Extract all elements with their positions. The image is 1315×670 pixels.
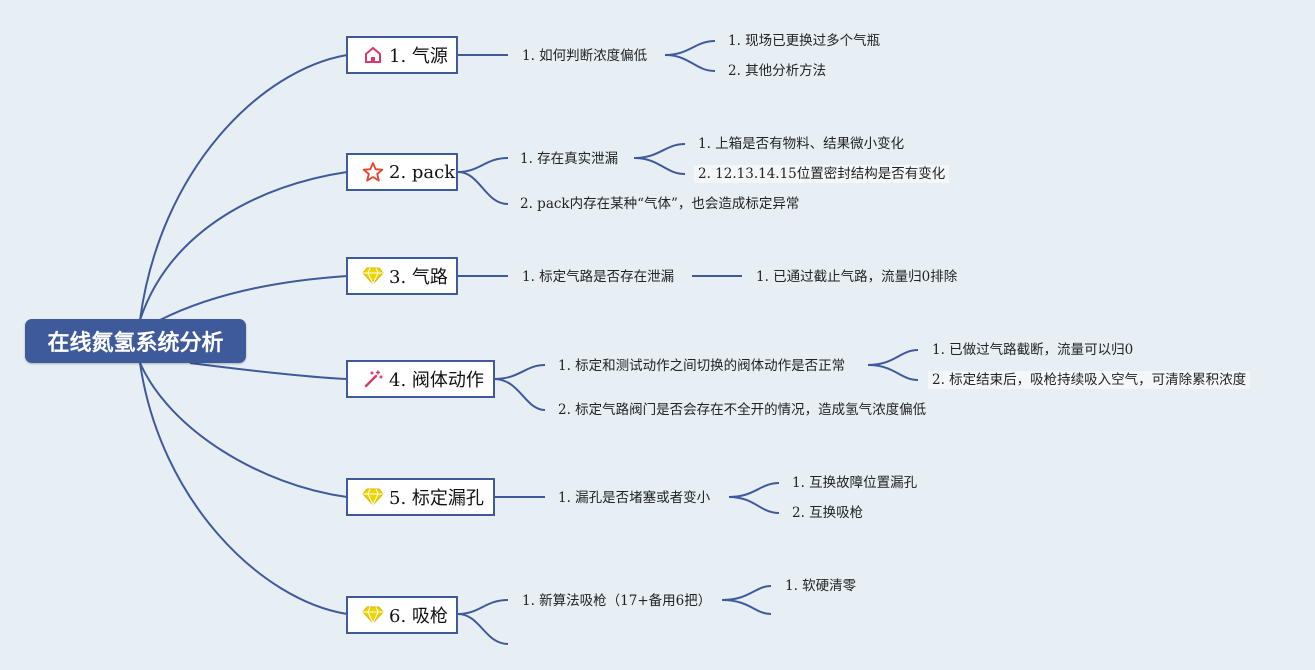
t1-subtopic-1-1[interactable]: 1. 现场已更换过多个气瓶	[728, 33, 881, 49]
topic-6-label: 6. 吸枪	[389, 606, 448, 627]
t3-subtopic-1[interactable]: 1. 标定气路是否存在泄漏	[522, 269, 675, 285]
connector-root-topic1	[139, 54, 348, 321]
topic-5-label: 5. 标定漏孔	[389, 488, 484, 509]
t6-subtopic-1[interactable]: 1. 新算法吸枪（17+备用6把）	[522, 593, 712, 609]
gem-icon	[362, 486, 384, 508]
topic-1-label: 1. 气源	[389, 46, 448, 67]
t4-subtopic-1-2[interactable]: 2. 标定结束后，吸枪持续吸入空气，可清除累积浓度	[928, 371, 1251, 389]
gem-icon	[362, 265, 384, 287]
connector-t5-s1a	[728, 482, 780, 498]
connector-t2-s1b	[633, 157, 686, 175]
topic-4[interactable]: 4. 阀体动作	[346, 360, 495, 398]
connector-t2-s1	[457, 157, 509, 173]
topic-3[interactable]: 3. 气路	[346, 257, 458, 295]
gem-icon	[362, 604, 384, 626]
connector-t4-s1	[493, 364, 546, 380]
connector-t2-s2	[457, 171, 509, 205]
connector-t4-s2	[493, 378, 546, 411]
star-icon	[362, 161, 384, 183]
connector-root-topic6	[139, 362, 348, 615]
t2-subtopic-1-2[interactable]: 2. 12.13.14.15位置密封结构是否有变化	[694, 165, 950, 183]
t2-subtopic-1-1[interactable]: 1. 上箱是否有物料、结果微小变化	[698, 136, 905, 152]
connector-root-topic2	[139, 171, 348, 321]
topic-2-label: 2. pack	[389, 161, 456, 183]
t4-subtopic-1-1[interactable]: 1. 已做过气路截断，流量可以归0	[932, 342, 1134, 358]
connector-root-topic4	[189, 362, 348, 380]
connector-t6-s1b	[721, 599, 772, 615]
connector-t1-s1a	[664, 40, 716, 56]
topic-6[interactable]: 6. 吸枪	[346, 596, 458, 634]
root-topic-label: 在线氮氢系统分析	[47, 331, 224, 356]
t1-subtopic-1[interactable]: 1. 如何判断浓度偏低	[522, 48, 648, 64]
connector-t1-s1b	[664, 54, 716, 72]
t2-subtopic-1[interactable]: 1. 存在真实泄漏	[520, 151, 619, 167]
t5-subtopic-1-1[interactable]: 1. 互换故障位置漏孔	[792, 475, 918, 491]
t3-subtopic-1-1[interactable]: 1. 已通过截止气路，流量归0排除	[756, 269, 958, 285]
t5-subtopic-1-2[interactable]: 2. 互换吸枪	[792, 505, 864, 521]
root-topic[interactable]: 在线氮氢系统分析	[25, 319, 246, 363]
connector-t6-s2	[457, 613, 509, 645]
t5-subtopic-1[interactable]: 1. 漏孔是否堵塞或者变小	[558, 490, 711, 506]
connector-t2-s1a	[633, 143, 686, 159]
magic-wand-icon	[362, 368, 384, 390]
topic-1[interactable]: 1. 气源	[346, 36, 458, 74]
connector-t6-s1	[457, 599, 509, 615]
t1-subtopic-1-2[interactable]: 2. 其他分析方法	[728, 63, 827, 79]
topic-4-label: 4. 阀体动作	[389, 370, 484, 391]
topic-5[interactable]: 5. 标定漏孔	[346, 478, 495, 516]
t2-subtopic-2[interactable]: 2. pack内存在某种“气体”，也会造成标定异常	[520, 196, 800, 212]
t6-subtopic-1-1[interactable]: 1. 软硬清零	[785, 578, 857, 594]
connector-root-topic3	[159, 275, 348, 321]
connector-t6-s1a	[721, 585, 772, 601]
connector-t4-s1b	[867, 364, 919, 381]
t4-subtopic-2[interactable]: 2. 标定气路阀门是否会存在不全开的情况，造成氢气浓度偏低	[558, 402, 927, 418]
t4-subtopic-1[interactable]: 1. 标定和测试动作之间切换的阀体动作是否正常	[558, 358, 846, 374]
topic-2[interactable]: 2. pack	[346, 153, 458, 191]
house-icon	[362, 44, 384, 66]
topic-3-label: 3. 气路	[389, 267, 448, 288]
connector-t4-s1a	[867, 349, 919, 366]
connector-t5-s1b	[728, 496, 780, 514]
connector-root-topic5	[139, 362, 348, 498]
